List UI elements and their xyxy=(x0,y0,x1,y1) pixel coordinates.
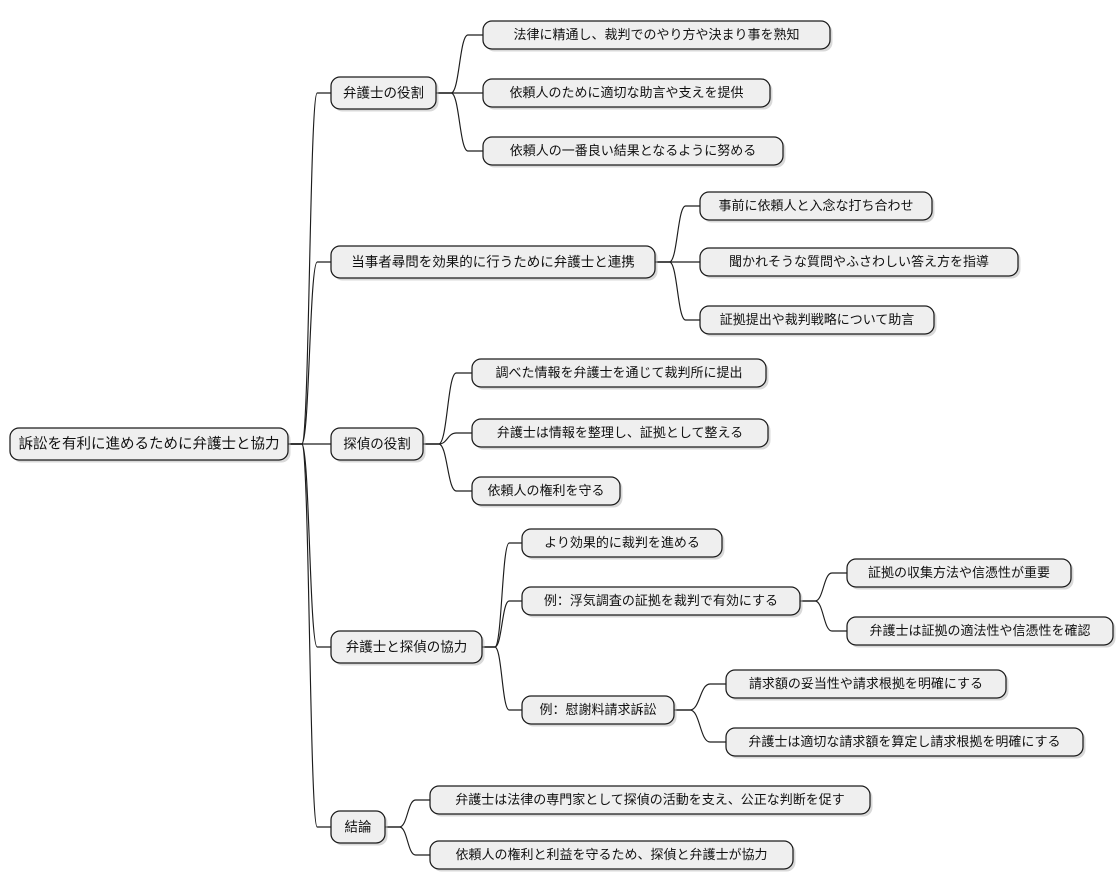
nodes-layer: 訴訟を有利に進めるために弁護士と協力 弁護士の役割 法律に精通し、裁判でのやり方や決… xyxy=(9,20,1116,872)
node-b3-c2[interactable]: 弁護士は情報を整理し、証拠として整える xyxy=(471,418,771,450)
edge-kyouryoku-to-b4-c1 xyxy=(481,542,523,648)
node-b4-c2-g2[interactable]: 弁護士は証拠の適法性や信憑性を確認 xyxy=(846,616,1116,648)
node-kyouryoku[interactable]: 弁護士と探偵の協力 xyxy=(330,630,485,666)
node-label: 依頼人の一番良い結果となるように努める xyxy=(510,143,757,159)
node-b4-c1[interactable]: より効果的に裁判を進める xyxy=(521,528,725,560)
node-label: 弁護士の役割 xyxy=(343,85,424,102)
node-box xyxy=(699,191,933,221)
node-box xyxy=(429,840,794,870)
node-label: 調べた情報を弁護士を通じて裁判所に提出 xyxy=(495,365,742,381)
node-b3-c1[interactable]: 調べた情報を弁護士を通じて裁判所に提出 xyxy=(471,358,769,390)
node-box xyxy=(330,427,424,461)
node-b2-c1[interactable]: 事前に依頼人と入念な打ち合わせ xyxy=(699,191,935,223)
node-label: 弁護士は情報を整理し、証拠として整える xyxy=(497,425,743,441)
edge-bengoshi-no-yakuwari-to-b1-c1 xyxy=(435,34,484,94)
node-box xyxy=(725,727,1084,757)
edge-root-to-toujisha-jinmon xyxy=(287,261,332,445)
edge-toujisha-jinmon-to-b2-c1 xyxy=(654,205,701,263)
edge-tantei-no-yakuwari-to-b3-c1 xyxy=(422,372,473,445)
node-bengoshi-no-yakuwari[interactable]: 弁護士の役割 xyxy=(330,76,439,112)
node-box xyxy=(471,358,767,388)
node-box xyxy=(725,669,1007,699)
node-box xyxy=(471,476,621,506)
node-ketsuron[interactable]: 結論 xyxy=(330,810,388,846)
node-label: 訴訟を有利に進めるために弁護士と協力 xyxy=(19,436,280,453)
node-label: 証拠の収集方法や信憑性が重要 xyxy=(868,565,1050,581)
node-label: 例：慰謝料請求訴訟 xyxy=(539,702,656,718)
edge-root-to-bengoshi-no-yakuwari xyxy=(287,92,332,445)
edge-b4-c2-to-b4-c2-g2 xyxy=(799,600,848,632)
node-toujisha-jinmon[interactable]: 当事者尋問を効果的に行うために弁護士と連携 xyxy=(330,245,658,281)
node-box xyxy=(330,245,656,279)
node-label: 例：浮気調査の証拠を裁判で有効にする xyxy=(544,593,778,609)
node-b5-c2[interactable]: 依頼人の権利と利益を守るため、探偵と弁護士が協力 xyxy=(429,840,796,872)
node-label: 弁護士は法律の専門家として探偵の活動を支え、公正な判断を促す xyxy=(455,792,845,808)
edge-tantei-no-yakuwari-to-b3-c2 xyxy=(422,432,473,445)
node-box xyxy=(482,136,784,166)
edge-ketsuron-to-b5-c2 xyxy=(384,826,431,856)
node-label: 結論 xyxy=(345,820,372,836)
node-b5-c1[interactable]: 弁護士は法律の専門家として探偵の活動を支え、公正な判断を促す xyxy=(429,785,873,817)
node-label: 証拠提出や裁判戦略について助言 xyxy=(720,312,915,328)
node-label: 弁護士は証拠の適法性や信憑性を確認 xyxy=(869,623,1090,639)
node-label: 依頼人の権利と利益を守るため、探偵と弁護士が協力 xyxy=(455,847,767,863)
node-b4-c2-g1[interactable]: 証拠の収集方法や信憑性が重要 xyxy=(846,558,1074,590)
node-box xyxy=(471,418,769,448)
node-box xyxy=(521,586,801,616)
edge-root-to-kyouryoku xyxy=(287,443,332,648)
edge-kyouryoku-to-b4-c2 xyxy=(481,600,523,648)
node-b4-c3[interactable]: 例：慰謝料請求訴訟 xyxy=(521,695,677,727)
edge-root-to-ketsuron xyxy=(287,443,332,828)
node-box xyxy=(330,630,483,664)
node-label: 弁護士は適切な請求額を算定し請求根拠を明確にする xyxy=(748,734,1060,750)
node-label: 事前に依頼人と入念な打ち合わせ xyxy=(718,198,913,214)
node-label: 聞かれそうな質問やふさわしい答え方を指導 xyxy=(729,254,989,270)
node-label: 依頼人の権利を守る xyxy=(487,483,604,499)
node-root[interactable]: 訴訟を有利に進めるために弁護士と協力 xyxy=(9,427,291,463)
node-box xyxy=(699,247,1019,277)
node-box xyxy=(330,76,437,110)
node-label: より効果的に裁判を進める xyxy=(544,535,700,551)
edge-bengoshi-no-yakuwari-to-b1-c3 xyxy=(435,92,484,152)
edge-ketsuron-to-b5-c1 xyxy=(384,799,431,828)
node-box xyxy=(699,305,935,335)
node-box xyxy=(9,427,289,461)
node-box xyxy=(429,785,871,815)
node-label: 請求額の妥当性や請求根拠を明確にする xyxy=(749,676,983,692)
node-label: 弁護士と探偵の協力 xyxy=(346,640,468,656)
edge-kyouryoku-to-b4-c3 xyxy=(481,646,523,711)
node-box xyxy=(521,528,723,558)
node-b1-c3[interactable]: 依頼人の一番良い結果となるように努める xyxy=(482,136,786,168)
node-b4-c2[interactable]: 例：浮気調査の証拠を裁判で有効にする xyxy=(521,586,803,618)
edge-b4-c3-to-b4-c3-g1 xyxy=(673,683,727,711)
edge-toujisha-jinmon-to-b2-c3 xyxy=(654,261,701,321)
node-tantei-no-yakuwari[interactable]: 探偵の役割 xyxy=(330,427,426,463)
node-label: 探偵の役割 xyxy=(343,436,411,453)
edge-b4-c3-to-b4-c3-g2 xyxy=(673,709,727,743)
node-b2-c3[interactable]: 証拠提出や裁判戦略について助言 xyxy=(699,305,937,337)
node-b4-c3-g2[interactable]: 弁護士は適切な請求額を算定し請求根拠を明確にする xyxy=(725,727,1086,759)
node-box xyxy=(330,810,386,844)
node-b3-c3[interactable]: 依頼人の権利を守る xyxy=(471,476,623,508)
node-box xyxy=(846,558,1072,588)
node-b4-c3-g1[interactable]: 請求額の妥当性や請求根拠を明確にする xyxy=(725,669,1009,701)
node-b2-c2[interactable]: 聞かれそうな質問やふさわしい答え方を指導 xyxy=(699,247,1021,279)
node-box xyxy=(521,695,675,725)
node-label: 法律に精通し、裁判でのやり方や決まり事を熟知 xyxy=(513,27,799,43)
edges-layer xyxy=(287,34,848,856)
node-b1-c2[interactable]: 依頼人のために適切な助言や支えを提供 xyxy=(482,78,773,110)
node-b1-c1[interactable]: 法律に精通し、裁判でのやり方や決まり事を熟知 xyxy=(482,20,833,52)
node-label: 依頼人のために適切な助言や支えを提供 xyxy=(509,85,743,101)
node-box xyxy=(482,20,831,50)
edge-b4-c2-to-b4-c2-g1 xyxy=(799,572,848,602)
node-label: 当事者尋問を効果的に行うために弁護士と連携 xyxy=(351,255,635,271)
edge-tantei-no-yakuwari-to-b3-c3 xyxy=(422,443,473,492)
node-box xyxy=(846,616,1114,646)
node-box xyxy=(482,78,771,108)
